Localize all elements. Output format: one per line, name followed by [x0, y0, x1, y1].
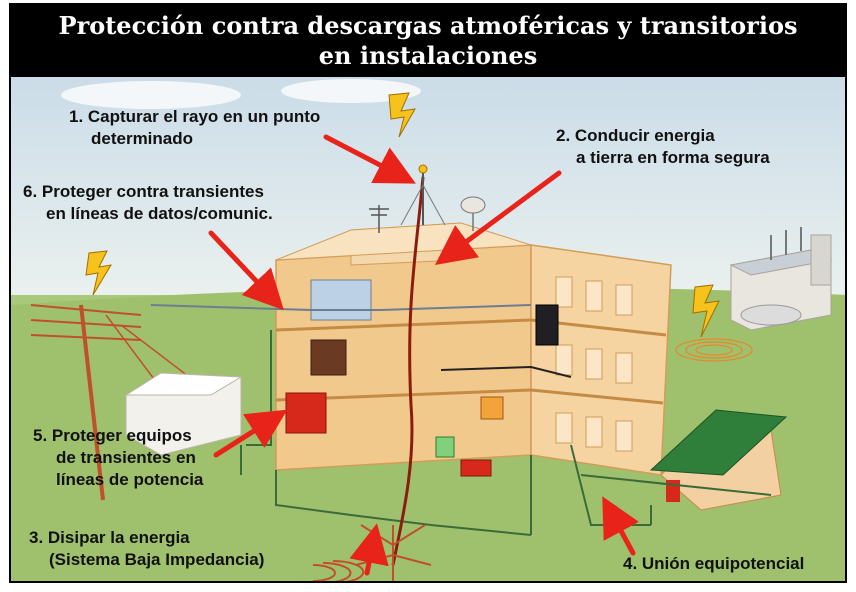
lightning-bolt-icon [85, 250, 112, 296]
step-1-label: 1. Capturar el rayo en un punto determin… [69, 107, 321, 148]
lightning-rod-icon [400, 164, 446, 226]
utility-pole [30, 304, 227, 501]
arrow-step-2 [434, 170, 562, 265]
arrow-step-5 [213, 409, 288, 458]
lightning-bolt-icon [388, 92, 416, 138]
illustration [11, 65, 845, 581]
main-building [150, 222, 672, 477]
step-2-label: 2. Conducir energia a tierra en forma se… [556, 126, 770, 167]
title-line-2: en instalaciones [318, 41, 538, 70]
step-4-label: 4. Unión equipotencial [623, 554, 805, 573]
cloud [61, 81, 241, 109]
step-3-label: 3. Disipar la energia (Sistema Baja Impe… [29, 528, 265, 569]
transformer-shed [124, 372, 243, 456]
factory [729, 227, 833, 331]
lightning-bolt-icon [692, 284, 720, 338]
diagram-frame: Protección contra descargas atmoféricas … [9, 3, 847, 583]
title-banner: Protección contra descargas atmoféricas … [11, 5, 845, 77]
title-line-1: Protección contra descargas atmoféricas … [58, 11, 798, 40]
cloud [281, 79, 421, 103]
ripple-rings [675, 338, 753, 362]
arrow-step-1 [323, 134, 416, 184]
step-6-label: 6. Proteger contra transientes en líneas… [23, 182, 273, 223]
small-house [649, 409, 788, 511]
arrow-step-4 [602, 496, 639, 556]
arrow-step-3 [349, 523, 389, 576]
arrow-step-6 [208, 230, 284, 311]
antenna-icon [369, 205, 389, 233]
callout-arrows [208, 134, 639, 576]
down-conductor [391, 176, 425, 566]
step-5-label: 5. Proteger equipos de transientes en lí… [33, 426, 204, 489]
